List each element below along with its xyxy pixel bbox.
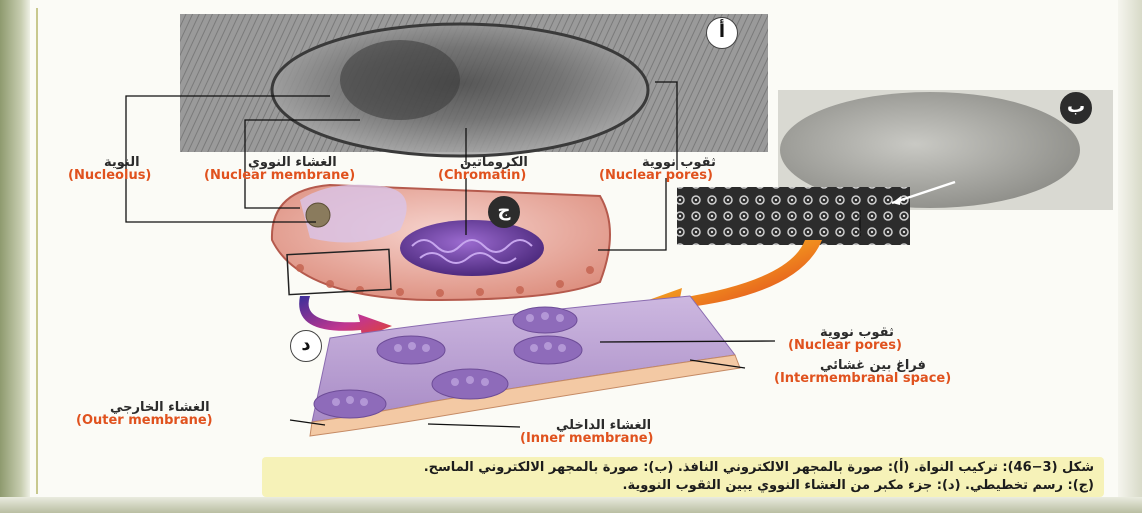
nucleus-schematic	[272, 185, 610, 300]
tem-photo	[180, 14, 768, 156]
nuclear-membrane-label-en: (Nuclear membrane)	[204, 168, 355, 183]
nuclear-pores-label-en: (Nuclear pores)	[599, 168, 713, 183]
badge-b: ب	[1060, 92, 1092, 124]
outer-membrane-label-en: (Outer membrane)	[76, 413, 213, 428]
badge-c: ج	[488, 196, 520, 228]
nuclear-pores-lower-label-en: (Nuclear pores)	[788, 338, 902, 353]
badge-d: د	[290, 330, 322, 362]
badge-a: أ	[706, 17, 738, 49]
figure-caption: شكل (3−46): تركيب النواة. (أ): صورة بالم…	[262, 457, 1104, 497]
chromatin-label-en: (Chromatin)	[438, 168, 526, 183]
nucleolus-label-en: (Nucleolus)	[68, 168, 151, 183]
caption-line-1: شكل (3−46): تركيب النواة. (أ): صورة بالم…	[272, 459, 1094, 477]
intermembranal-label-en: (Intermembranal space)	[774, 371, 951, 386]
membrane-section	[310, 296, 740, 436]
inner-membrane-label-en: (Inner membrane)	[520, 431, 653, 446]
nuclear-pores-closeup	[677, 187, 910, 245]
caption-line-2: (ج): رسم تخطيطي. (د): جزء مكبر من الغشاء…	[272, 477, 1094, 495]
